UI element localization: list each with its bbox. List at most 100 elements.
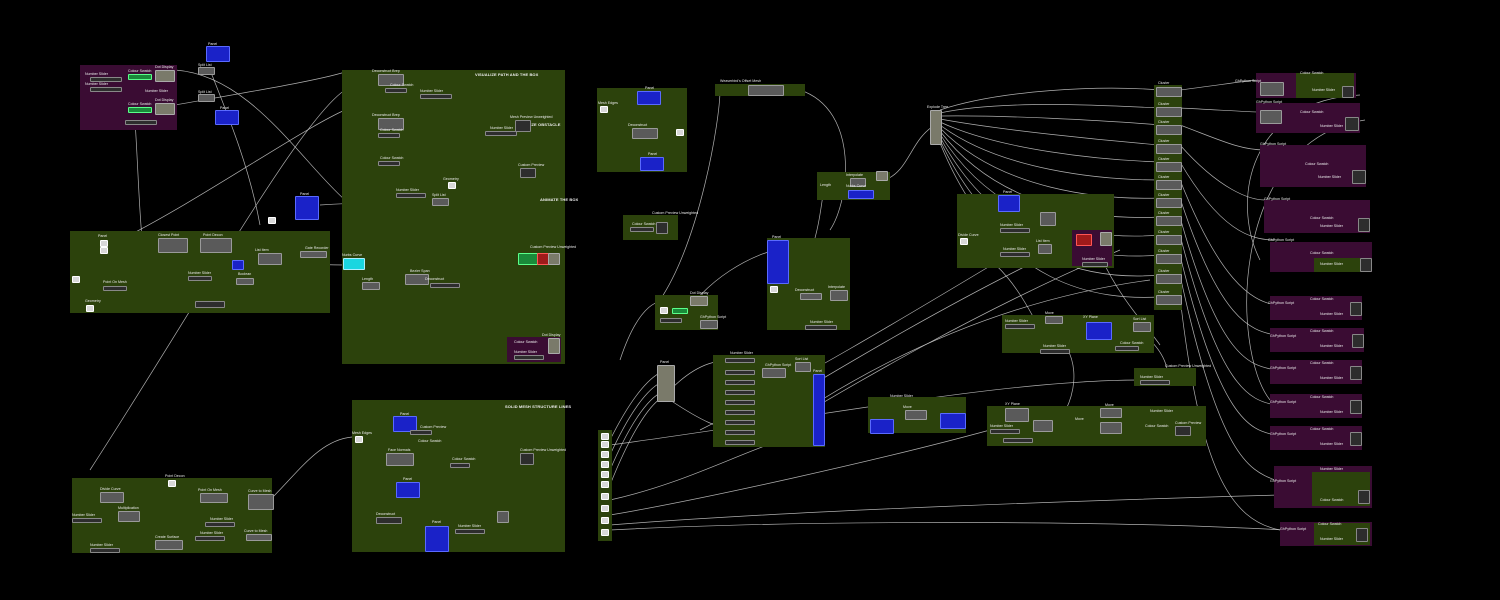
colour-swatch[interactable] [450,463,470,468]
number-slider[interactable] [725,420,755,425]
colour-swatch[interactable] [385,88,407,93]
panel-node[interactable] [425,526,449,552]
point-param[interactable] [168,480,176,487]
cluster-node[interactable] [1156,295,1182,305]
panel-node[interactable] [295,196,319,220]
number-slider[interactable] [725,400,755,405]
number-slider[interactable] [125,120,157,125]
cluster-node[interactable] [1156,162,1182,172]
point-param[interactable] [601,433,609,440]
colour-swatch[interactable] [410,430,432,435]
ghpython-node[interactable] [1260,110,1282,124]
number-slider[interactable] [1140,380,1170,385]
preview-node[interactable] [656,222,668,234]
number-slider[interactable] [1082,262,1108,267]
point-param[interactable] [72,276,80,283]
component-node[interactable] [795,362,811,372]
multiplication-node[interactable] [118,511,140,522]
boolean-toggle[interactable] [236,278,254,285]
cluster-node[interactable] [1156,87,1182,97]
panel-node[interactable] [637,91,661,105]
number-slider[interactable] [90,77,122,82]
colour-swatch[interactable] [672,308,688,314]
number-slider[interactable] [725,370,755,375]
cluster-node[interactable] [1156,180,1182,190]
custom-preview-node[interactable] [520,168,536,178]
dot-display-node[interactable] [1352,170,1366,184]
dot-display-node[interactable] [1352,334,1364,348]
button-strip[interactable] [195,301,225,308]
panel-node[interactable] [393,416,417,432]
number-slider[interactable] [725,410,755,415]
component-node[interactable] [800,293,822,300]
length-node[interactable] [362,282,380,290]
dot-display-node[interactable] [690,296,708,306]
number-slider[interactable] [396,193,426,198]
cluster-node[interactable] [1156,107,1182,117]
mesh-param[interactable] [600,106,608,113]
point-param[interactable] [601,481,609,488]
number-slider[interactable] [990,429,1020,434]
move-node[interactable] [1045,316,1063,324]
cluster-node[interactable] [1156,216,1182,226]
component-node[interactable] [1100,422,1122,434]
number-slider[interactable] [514,355,544,360]
colour-swatch[interactable] [630,227,654,232]
face-normals-node[interactable] [386,453,414,466]
gate-recorder[interactable] [300,251,327,258]
number-slider[interactable] [430,283,460,288]
number-slider[interactable] [205,522,235,527]
panel-node[interactable] [215,110,239,125]
number-slider[interactable] [420,94,452,99]
create-surface-node[interactable] [155,540,183,550]
nurbs-curve-node[interactable] [343,258,365,270]
split-list-node[interactable] [198,94,215,102]
dot-display-node[interactable] [1345,117,1359,131]
point-param[interactable] [601,471,609,478]
number-slider[interactable] [1040,349,1070,354]
point-param[interactable] [268,217,276,224]
point-param[interactable] [100,247,108,254]
colour-swatch[interactable] [128,107,152,113]
number-slider[interactable] [103,286,127,291]
divide-curve-node[interactable] [100,492,124,503]
number-slider[interactable] [90,548,120,553]
dot-display-node[interactable] [155,70,175,82]
number-slider[interactable] [188,276,212,281]
dot-display-node[interactable] [548,338,560,354]
point-param[interactable] [601,529,609,536]
panel-node[interactable] [940,413,966,429]
number-slider[interactable] [1000,252,1030,257]
point-param[interactable] [676,129,684,136]
point-param[interactable] [601,493,609,500]
point-param[interactable] [601,461,609,468]
dot-display-node[interactable] [1350,366,1362,380]
number-slider[interactable] [725,358,755,363]
dot-display-node[interactable] [155,103,175,115]
custom-preview-node[interactable] [1175,426,1191,436]
ghpython-node[interactable] [1260,82,1284,96]
weaverbird-node[interactable] [748,85,784,96]
number-slider[interactable] [725,390,755,395]
cluster-node[interactable] [1156,125,1182,135]
bezier-node[interactable] [405,274,429,285]
point-param[interactable] [770,286,778,293]
deconstruct-brep-node[interactable] [378,118,404,130]
component-node[interactable] [200,238,232,253]
dot-display-node[interactable] [1356,528,1368,542]
ghpython-node[interactable] [700,320,718,329]
component-node[interactable] [1133,322,1151,332]
cluster-node[interactable] [1156,254,1182,264]
panel-node[interactable] [1086,322,1112,340]
panel-node[interactable] [657,365,675,402]
number-slider[interactable] [485,131,517,136]
panel-node[interactable] [998,195,1020,212]
xy-plane-node[interactable] [1005,408,1029,422]
mesh-param[interactable] [355,436,363,443]
component-node[interactable] [248,494,274,510]
panel-node[interactable] [232,260,244,270]
dot-display-node[interactable] [1350,302,1362,316]
number-slider[interactable] [455,529,485,534]
colour-swatch[interactable] [1076,234,1092,246]
